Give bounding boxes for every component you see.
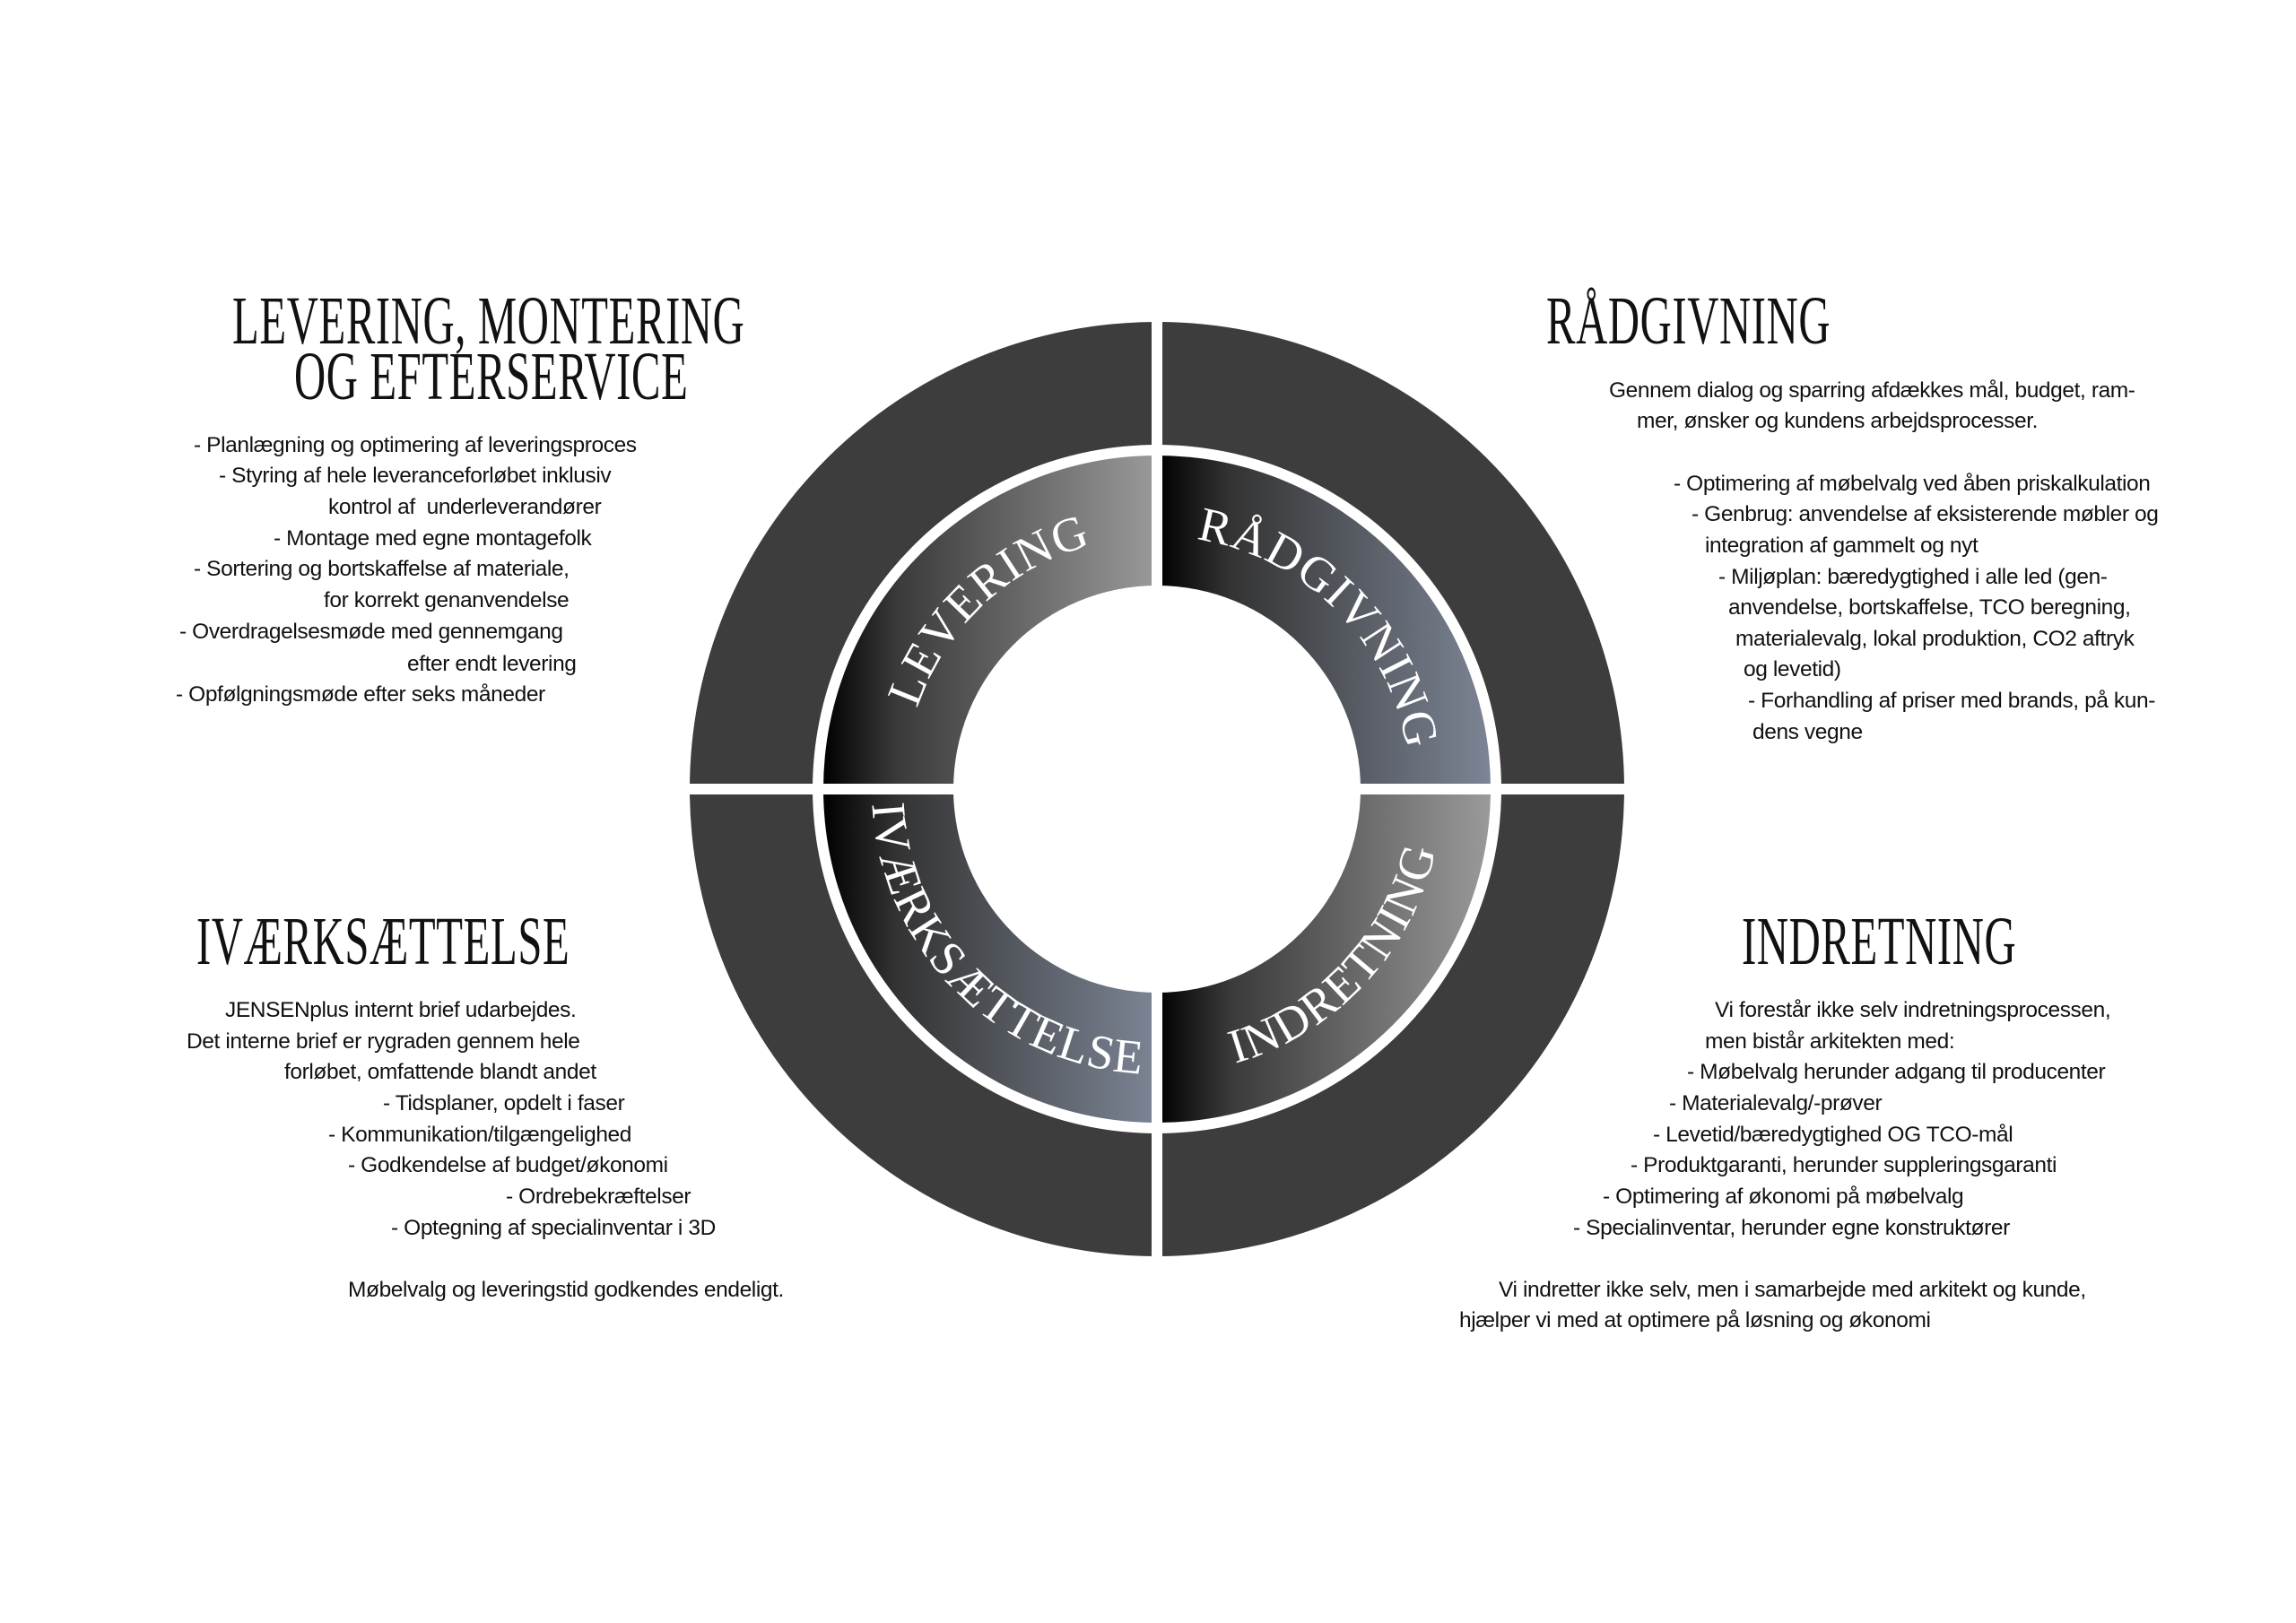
list-item: dens vegne <box>1752 720 1863 744</box>
section-title-line: OG EFTERSERVICE <box>294 339 689 414</box>
intro-text: forløbet, omfattende blandt andet <box>284 1060 596 1084</box>
intro-text: Vi forestår ikke selv indretningsprocess… <box>1715 998 2111 1022</box>
list-item: materialevalg, lokal produktion, CO2 aft… <box>1735 627 2135 651</box>
list-item: for korrekt genanvendelse <box>324 588 570 612</box>
list-item: - Styring af hele leveranceforløbet inkl… <box>219 464 612 488</box>
list-item: - Tidsplaner, opdelt i faser <box>383 1091 625 1115</box>
list-item: - Overdragelsesmøde med gennemgang <box>179 620 563 644</box>
list-item: integration af gammelt og nyt <box>1705 534 1979 558</box>
intro-text: Det interne brief er rygraden gennem hel… <box>187 1029 580 1054</box>
list-item: - Miljøplan: bæredygtighed i alle led (g… <box>1718 565 2108 589</box>
list-item: - Optimering af møbelvalg ved åben prisk… <box>1674 472 2151 496</box>
list-item: - Sortering og bortskaffelse af material… <box>194 557 570 581</box>
list-item: - Godkendelse af budget/økonomi <box>348 1153 668 1177</box>
closing-text: Vi indretter ikke selv, men i samarbejde… <box>1499 1278 2086 1302</box>
list-item: - Materialevalg/-prøver <box>1669 1091 1883 1115</box>
list-item: kontrol af underleverandører <box>328 495 602 519</box>
list-item: - Kommunikation/tilgængelighed <box>328 1123 631 1147</box>
closing-text: Møbelvalg og leveringstid godkendes ende… <box>348 1278 784 1302</box>
section-title-line: LEVERING, MONTERING <box>232 283 745 359</box>
inner-segment-levering <box>823 456 1157 789</box>
list-item: - Forhandling af priser med brands, på k… <box>1748 689 2155 713</box>
section-title: RÅDGIVNING <box>1546 283 1831 359</box>
list-item: - Planlægning og optimering af leverings… <box>194 433 637 457</box>
list-item: anvendelse, bortskaffelse, TCO beregning… <box>1728 595 2131 620</box>
inner-segment-raadgivning <box>1157 456 1491 789</box>
divider-horizontal <box>682 784 1632 794</box>
intro-text: mer, ønsker og kundens arbejdsprocesser. <box>1637 409 2039 433</box>
outer-quadrant-levering <box>690 322 1157 789</box>
section-title: IVÆRKSÆTTELSE <box>196 904 570 979</box>
list-item: - Genbrug: anvendelse af eksisterende mø… <box>1692 502 2159 526</box>
list-item: - Produktgaranti, herunder suppleringsga… <box>1631 1153 2057 1177</box>
outer-quadrant-raadgivning <box>1157 322 1624 789</box>
list-item: - Optimering af økonomi på møbelvalg <box>1603 1185 1964 1209</box>
list-item: - Montage med egne montagefolk <box>274 526 592 551</box>
list-item: - Specialinventar, herunder egne konstru… <box>1573 1216 2010 1240</box>
list-item: - Optegning af specialinventar i 3D <box>391 1216 716 1240</box>
list-item: - Levetid/bæredygtighed OG TCO-mål <box>1653 1123 2013 1147</box>
outer-quadrant-indretning <box>1157 789 1624 1256</box>
intro-text: Gennem dialog og sparring afdækkes mål, … <box>1609 378 2135 403</box>
intro-text: JENSENplus internt brief udarbejdes. <box>225 998 577 1022</box>
list-item: og levetid) <box>1744 657 1841 681</box>
list-item: efter endt levering <box>407 652 577 676</box>
inner-segment-indretning <box>1157 789 1491 1123</box>
list-item: - Opfølgningsmøde efter seks måneder <box>176 682 545 707</box>
closing-text: hjælper vi med at optimere på løsning og… <box>1459 1308 1931 1332</box>
outer-quadrant-iverksaettelse <box>690 789 1157 1256</box>
intro-text: men bistår arkitekten med: <box>1705 1029 1955 1054</box>
section-title: INDRETNING <box>1742 904 2017 979</box>
list-item: - Ordrebekræftelser <box>506 1185 691 1209</box>
inner-segment-iverksaettelse <box>823 789 1157 1123</box>
list-item: - Møbelvalg herunder adgang til producen… <box>1687 1060 2106 1084</box>
